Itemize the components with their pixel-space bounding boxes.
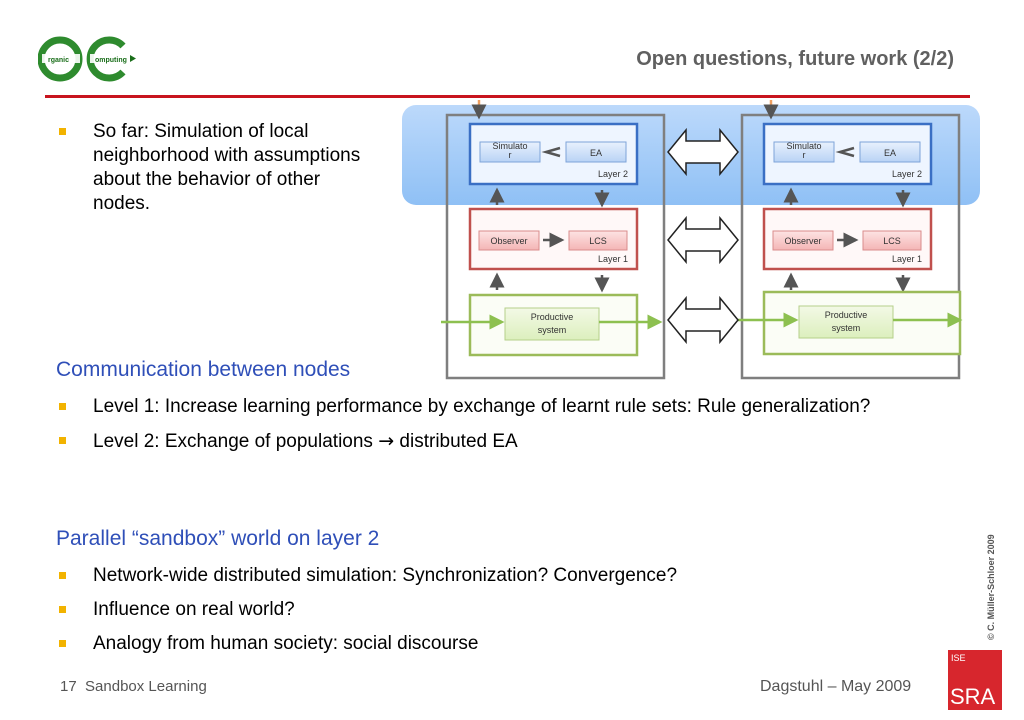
bullet-text-before: Level 2: Exchange of populations [93,431,379,452]
productive-label-line2: system [832,323,861,333]
right-arrow-icon: → [378,430,395,452]
logo-text-left: rganic [48,57,69,64]
layer2-label: Layer 2 [892,169,922,179]
layer2-label: Layer 2 [598,169,628,179]
sra-logo: ISE SRA [948,650,1002,710]
title-divider [45,95,970,98]
intro-bullet-list: So far: Simulation of local neighborhood… [56,120,376,226]
bullet-marker [59,640,66,647]
bullet-text: Network-wide distributed simulation: Syn… [93,565,678,586]
bullet-text: Level 1: Increase learning performance b… [93,396,871,417]
list-item: Influence on real world? [56,598,886,622]
productive-label-line1: Productive [531,312,574,322]
observer-label: Observer [784,236,821,246]
bullet-marker [59,572,66,579]
section-heading-sandbox: Parallel “sandbox” world on layer 2 [56,527,380,550]
observer-box [772,230,834,251]
lcs-label: LCS [589,236,607,246]
bullet-text: So far: Simulation of local neighborhood… [93,121,361,214]
exchange-arrow-icon [835,146,855,158]
sra-logo-bottom: SRA [950,684,996,709]
productive-label-line1: Productive [825,310,868,320]
sra-logo-top: ISE [951,653,966,663]
footer-section-name: Sandbox Learning [85,678,207,695]
slide-title: Open questions, future work (2/2) [636,48,954,70]
observer-box [478,230,540,251]
bullet-marker [59,128,66,135]
layer1-label: Layer 1 [598,254,628,264]
list-item: Analogy from human society: social disco… [56,632,886,656]
productive-system-box [504,307,600,341]
ea-label: EA [884,148,896,158]
bullet-text: Influence on real world? [93,599,295,620]
observer-label: Observer [490,236,527,246]
ea-box [565,141,627,163]
double-arrow-layer2-icon [667,127,739,177]
organic-computing-logo: rganic omputing [38,36,136,82]
lcs-label: LCS [883,236,901,246]
list-item: Level 2: Exchange of populations → distr… [56,429,886,454]
footer-left: 17 Sandbox Learning [60,678,207,695]
node-frame-right [740,113,961,380]
page-number: 17 [60,678,77,695]
copyright-text: © C. Müller-Schloer 2009 [986,534,996,640]
exchange-arrow-icon [541,146,561,158]
simulator-box [773,141,835,163]
logo-text-right: omputing [95,57,127,64]
bullet-text-after: distributed EA [394,431,518,452]
double-arrow-productive-icon [667,295,739,345]
list-item: Level 1: Increase learning performance b… [56,395,886,419]
communication-bullet-list: Level 1: Increase learning performance b… [56,395,886,464]
bullet-marker [59,403,66,410]
ea-label: EA [590,148,602,158]
list-item: So far: Simulation of local neighborhood… [56,120,376,216]
sandbox-bullet-list: Network-wide distributed simulation: Syn… [56,564,886,666]
bullet-marker [59,606,66,613]
productive-label-line2: system [538,325,567,335]
copyright-notice: © C. Müller-Schloer 2009 [986,534,996,640]
ea-box [859,141,921,163]
productive-system-box [798,305,894,339]
list-item: Network-wide distributed simulation: Syn… [56,564,886,588]
section-heading-communication: Communication between nodes [56,358,351,381]
lcs-box [862,230,922,251]
node-frame-left [445,113,666,380]
simulator-box [479,141,541,163]
bullet-marker [59,437,66,444]
bullet-text: Analogy from human society: social disco… [93,633,479,654]
double-arrow-layer1-icon [667,215,739,265]
lcs-box [568,230,628,251]
footer-event: Dagstuhl – May 2009 [760,678,912,695]
layer1-label: Layer 1 [892,254,922,264]
